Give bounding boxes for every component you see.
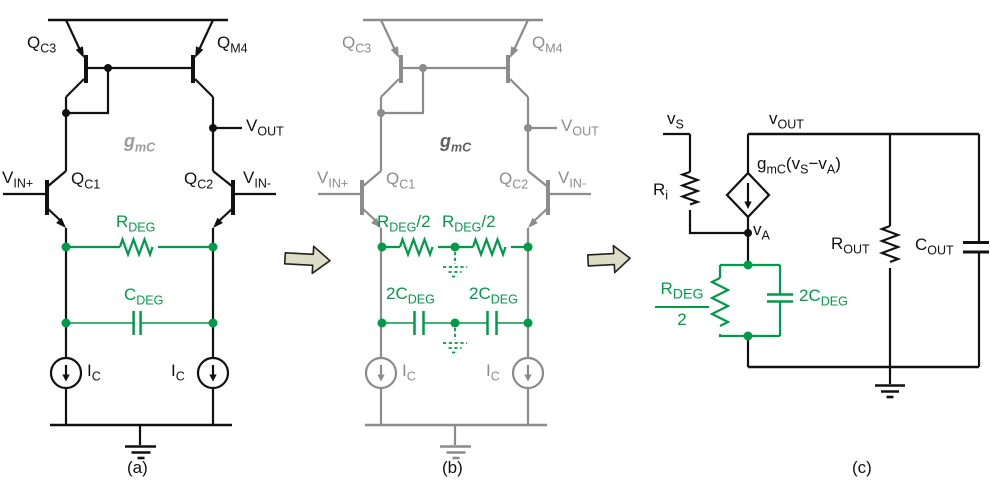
- label-rdeg-over-2: RDEG 2: [655, 280, 709, 328]
- label-2cdeg-1: 2CDEG: [386, 284, 435, 307]
- label-qc2-b: QC2: [499, 169, 529, 192]
- degeneration-network-b: [377, 236, 533, 354]
- label-va: vA: [753, 220, 770, 243]
- caption-a: (a): [127, 458, 148, 477]
- label-ri: Ri: [653, 180, 669, 203]
- label-rdeg-half-2: RDEG/2: [442, 212, 496, 235]
- label-rdeg-a: RDEG: [116, 212, 156, 235]
- caption-c: (c): [852, 458, 872, 477]
- circuit-a-skeleton: [1, 18, 278, 460]
- label-ic-left-b: IC: [402, 361, 416, 384]
- node-dot: [208, 318, 218, 328]
- label-vin-minus-b: VIN-: [558, 168, 587, 191]
- label-ic-right-a: IC: [171, 361, 185, 384]
- dependent-current-source: [725, 171, 771, 219]
- node-dot: [523, 242, 533, 252]
- label-qc3-b: QC3: [342, 33, 372, 56]
- half-degeneration-network-c: [709, 260, 793, 341]
- label-gmc-b: gmC: [440, 131, 472, 155]
- label-qc3-a: QC3: [27, 33, 57, 56]
- wire: [688, 210, 748, 235]
- label-vin-minus-a: VIN-: [243, 168, 272, 191]
- resistor-rout: [878, 224, 902, 264]
- node-dot: [450, 318, 460, 328]
- resistor-ri: [679, 170, 701, 206]
- label-ic-left-a: IC: [87, 361, 101, 384]
- node-dot: [523, 318, 533, 328]
- node-dot: [208, 242, 218, 252]
- node-dot: [743, 331, 753, 341]
- label-qc1-b: QC1: [386, 169, 416, 192]
- label-gmc-a: gmC: [124, 131, 156, 155]
- node-dot: [743, 260, 753, 270]
- circuit-b-skeleton: [316, 18, 593, 460]
- caption-b: (b): [442, 458, 463, 477]
- label-vout-b: VOUT: [561, 116, 599, 139]
- degeneration-network-a: [61, 236, 218, 335]
- resistor-rdeg-half-1: [398, 236, 434, 258]
- label-qm4-b: QM4: [532, 33, 563, 56]
- label-vin-plus-b: VIN+: [317, 168, 349, 191]
- node-dot: [450, 242, 460, 252]
- label-qm4-a: QM4: [217, 33, 248, 56]
- virtual-ground-icon: [443, 252, 467, 278]
- label-gm-source: gmC(vS−vA): [757, 154, 841, 177]
- node-dot: [377, 318, 387, 328]
- label-vout-c: vOUT: [769, 109, 804, 132]
- wire: [718, 334, 780, 338]
- label-vout-a: VOUT: [246, 116, 284, 139]
- label-qc1-a: QC1: [71, 169, 101, 192]
- node-dot: [377, 242, 387, 252]
- resistor-rdeg-half-2: [471, 236, 507, 258]
- label-rout: ROUT: [831, 234, 870, 257]
- circuit-c: [663, 132, 989, 399]
- resistor-rdeg: [118, 236, 154, 258]
- transform-arrow-icon: [283, 245, 331, 275]
- label-2cdeg-c: 2CDEG: [799, 286, 848, 309]
- node-dot: [61, 318, 71, 328]
- label-qc2-a: QC2: [184, 169, 214, 192]
- label-cout: COUT: [915, 235, 954, 258]
- transform-arrow-icon: [586, 244, 631, 274]
- virtual-ground-icon: [443, 328, 467, 354]
- resistor-rdeg-half: [709, 277, 731, 327]
- label-2cdeg-2: 2CDEG: [469, 284, 518, 307]
- label-cdeg-a: CDEG: [124, 285, 164, 308]
- label-vin-plus-a: VIN+: [2, 168, 34, 191]
- label-vs: vS: [667, 109, 684, 132]
- label-rdeg-half-1: RDEG/2: [377, 212, 431, 235]
- label-ic-right-b: IC: [486, 361, 500, 384]
- node-dot: [61, 242, 71, 252]
- ground-icon: [875, 367, 905, 399]
